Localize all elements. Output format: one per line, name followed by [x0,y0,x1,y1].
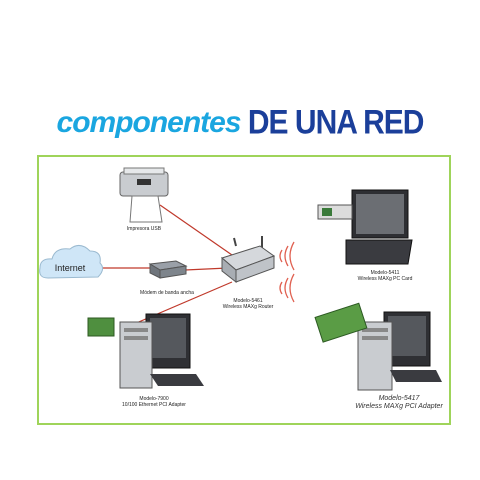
printer-icon [119,167,169,223]
pci-card-icon [87,317,115,337]
desktop-left-model: Modelo-7900 [139,396,169,402]
title-part-1: componentes [56,106,242,139]
modem-icon [148,260,188,279]
router-icon [220,236,276,284]
desktop-right-icon [314,302,442,391]
modem-label: Módem de banda ancha [140,290,194,296]
cable-printer-router [159,204,233,256]
laptop-model: Modelo-5411 [370,270,400,276]
desktop-right-model: Modelo-5417 [378,395,420,402]
desktop-left-icon [87,313,204,389]
router-label: Modelo-5461 Wireless MAXg Router [216,298,280,310]
desktop-left-label: Modelo-7900 10/100 Ethernet PCI Adapter [108,396,200,408]
wireless-pci-card-icon [314,302,368,343]
laptop-label: Modelo-5411 Wireless MAXg PC Card [350,270,420,282]
cloud-icon [39,245,104,279]
desktop-right-label: Modelo-5417 Wireless MAXg PCI Adapter [344,395,454,411]
title-part-2: DE UNA RED [247,103,425,142]
desktop-left-desc: 10/100 Ethernet PCI Adapter [122,402,186,408]
diagram-frame [37,155,451,425]
printer-label: Impresora USB [126,226,162,232]
router-desc: Wireless MAXg Router [222,304,274,310]
router-model: Modelo-5461 [233,298,263,304]
diagram-title: componentes DE UNA RED [0,103,480,142]
laptop-desc: Wireless MAXg PC Card [357,276,413,282]
wireless-signal-icon [279,241,295,303]
cable-modem-router [184,267,229,271]
desktop-right-desc: Wireless MAXg PCI Adapter [355,403,443,410]
internet-label: Internet [54,263,86,273]
laptop-icon [317,189,413,265]
